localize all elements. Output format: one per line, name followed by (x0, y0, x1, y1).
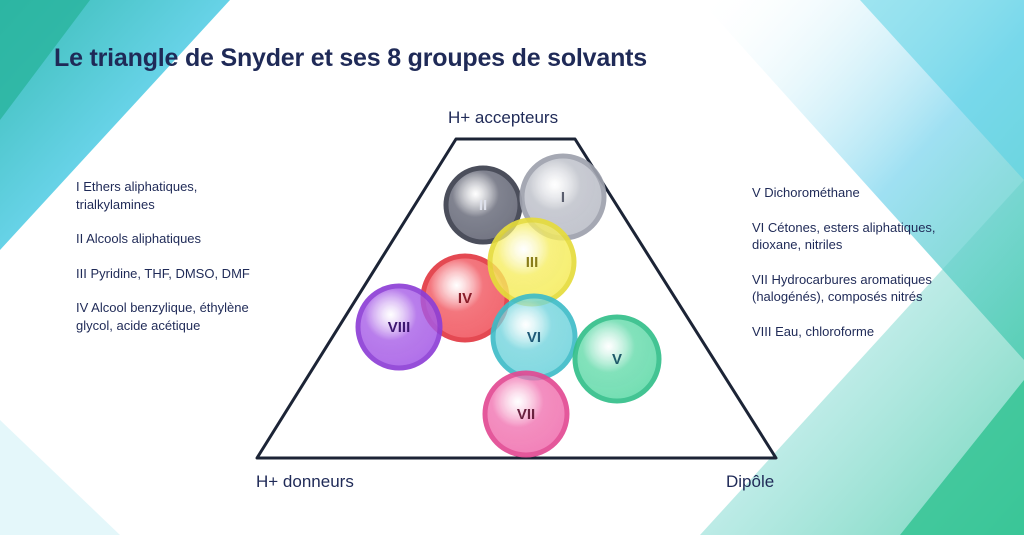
left-legend: I Ethers aliphatiques, trialkylamines II… (76, 178, 276, 351)
vertex-label-bottom-left: H+ donneurs (256, 472, 354, 491)
vertex-label-top: H+ accepteurs (448, 108, 559, 127)
legend-item: I Ethers aliphatiques, trialkylamines (76, 179, 198, 212)
legend-item: VIII Eau, chloroforme (752, 323, 875, 339)
solvent-group-label-iii: III (526, 254, 539, 271)
legend-item: V Dichorométhane (752, 185, 860, 200)
solvent-group-label-v: V (612, 351, 622, 368)
legend-item: VI Cétones, esters aliphatiques, dioxane… (752, 219, 936, 253)
solvent-group-circle-vii (482, 370, 570, 458)
solvent-group-label-iv: IV (458, 290, 472, 307)
solvent-group-label-ii: II (479, 197, 487, 214)
page-title: Le triangle de Snyder et ses 8 groupes d… (54, 44, 647, 72)
solvent-group-circle-v (572, 314, 662, 404)
solvent-group-label-vi: VI (527, 329, 541, 346)
right-legend: V Dichorométhane VI Cétones, esters alip… (752, 184, 987, 357)
legend-item: VII Hydrocarbures aromatiques (halogénés… (752, 271, 932, 305)
solvent-group-circle-viii (355, 283, 443, 371)
solvent-group-label-vii: VII (517, 406, 535, 423)
legend-item: II Alcools aliphatiques (76, 231, 202, 246)
solvent-group-circle-ii (443, 165, 523, 245)
legend-item: IV Alcool benzylique, éthylène glycol, a… (76, 300, 249, 333)
legend-item: III Pyridine, THF, DMSO, DMF (76, 265, 250, 281)
solvent-group-label-i: I (561, 189, 565, 206)
snyder-triangle (255, 137, 778, 460)
solvent-group-label-viii: VIII (388, 319, 411, 336)
vertex-label-bottom-right: Dipôle (726, 472, 775, 491)
